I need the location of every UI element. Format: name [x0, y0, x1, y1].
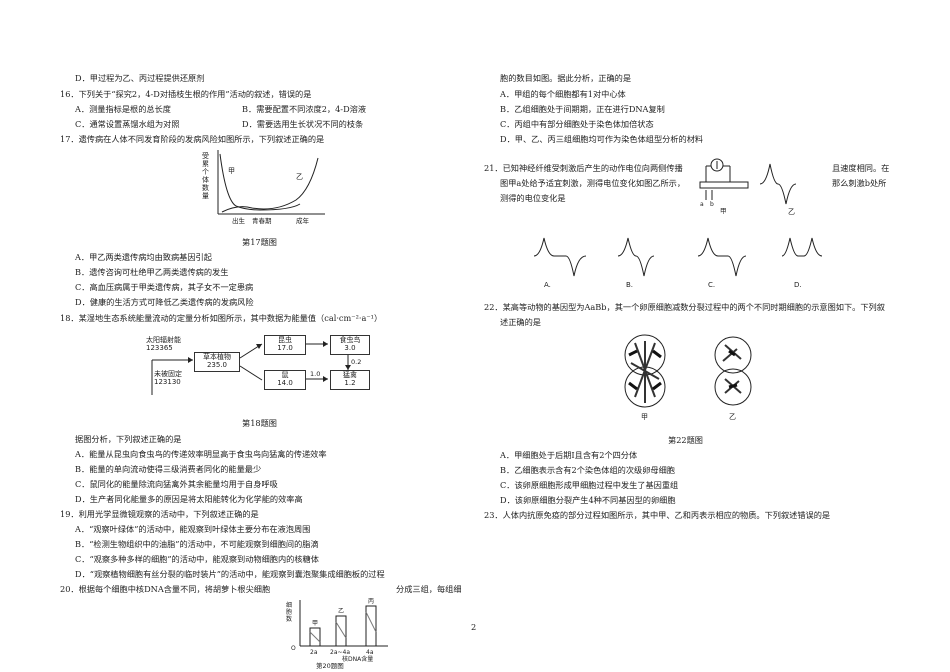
- q22-stem2: 述正确的是: [500, 317, 541, 327]
- q16-stem: 16．下列关于“探究2，4-D对插枝生根的作用”活动的叙述，错误的是: [60, 89, 312, 99]
- q21-option-a: A.: [544, 281, 551, 289]
- q20-caption: 第20题图: [316, 662, 344, 670]
- q20-bar-bing: [365, 605, 377, 647]
- q21-line1-tail: 且速度相同。在: [832, 163, 890, 173]
- q23-stem: 23．人体内抗原免疫的部分过程如图所示，其中甲、乙和丙表示相应的物质。下列叙述错…: [484, 510, 831, 520]
- q21-wave-b: [617, 237, 655, 277]
- q19-option-a: A．“观察叶绿体”的活动中，能观察到叶绿体主要分布在液泡周围: [75, 524, 311, 534]
- q19-option-d: D．“观察植物细胞有丝分裂的临时装片”的活动中，能观察到囊泡聚集成细胞板的过程: [75, 569, 385, 579]
- q21-options: A. B. C. D.: [530, 232, 840, 292]
- q15-option-d: D．甲过程为乙、丙过程提供还原剂: [75, 73, 205, 83]
- q20-x3: 4a: [366, 649, 374, 656]
- q18-option-c: C．鼠同化的能量除流向猛禽外其余能量均用于自身呼吸: [75, 479, 278, 489]
- q22-option-a: A．甲细胞处于后期I且含有2个四分体: [500, 450, 638, 460]
- q16-option-a: A．测量指标是根的总长度: [75, 104, 171, 114]
- q20-x1: 2a: [310, 649, 318, 656]
- q17-ylabel: 受累个 体数量: [202, 152, 209, 200]
- q21-yi-label: 乙: [788, 208, 795, 216]
- q16-option-d: D．需要选用生长状况不同的枝条: [242, 119, 364, 129]
- q21-point-a: a: [700, 201, 704, 208]
- q20-option-b: B．乙组细胞处于间期期，正在进行DNA复制: [500, 104, 665, 114]
- q21-waveforms: [533, 237, 823, 277]
- q18-stem2: 据图分析，下列叙述正确的是: [75, 434, 182, 444]
- q17-stem: 17．遗传病在人体不同发育阶段的发病风险如图所示，下列叙述正确的是: [60, 134, 325, 144]
- q18-arrows: [151, 341, 351, 395]
- q19-option-c: C．“观察多种多样的细胞”的活动中，能观察到动物细胞内的核糖体: [75, 554, 319, 564]
- q17-option-a: A．甲乙两类遗传病均由致病基因引起: [75, 252, 212, 262]
- q17-jia-label: 甲: [228, 167, 235, 175]
- q16-option-b: B．需要配置不同浓度2，4-D溶液: [242, 104, 367, 114]
- q21-option-b: B.: [626, 281, 634, 289]
- q21-option-c: C.: [708, 281, 716, 289]
- q20-bing: 丙: [368, 598, 375, 605]
- q20-figure: 细胞数 甲 乙 丙 O 2a 2a~4a 4a 核DNA含量 第20题图: [282, 598, 392, 672]
- q21-diagram: [699, 158, 797, 205]
- q21-jia-label: 甲: [720, 207, 727, 215]
- q21-option-d: D.: [794, 281, 802, 289]
- q18-stem: 18．某湿地生态系统能量流动的定量分析如图所示，其中数据为能量值（cal·cm⁻…: [60, 313, 383, 323]
- q20-origin: O: [291, 645, 296, 652]
- q22-figure: 甲 乙: [605, 333, 775, 425]
- q22-jia-label: 甲: [641, 413, 648, 421]
- q17-x-adult: 成年: [296, 217, 309, 225]
- q21-wave-a: [533, 237, 587, 277]
- q17-option-c: C．高血压病属于甲类遗传病，其子女不一定患病: [75, 282, 254, 292]
- q20-stem: 20．根据每个细胞中核DNA含量不同，将胡萝卜根尖细胞: [60, 584, 271, 594]
- q22-yi-label: 乙: [729, 413, 736, 421]
- q20-option-c: C．丙组中有部分细胞处于染色体加倍状态: [500, 119, 654, 129]
- q18-option-b: B．能量的单向流动使得三级消费者同化的能量最少: [75, 464, 262, 474]
- q18-option-d: D．生产者同化能量多的原因是将太阳能转化为化学能的效率高: [75, 494, 303, 504]
- q22-stem: 22．某高等动物的基因型为AaBb，其一个卵原细胞减数分裂过程中的两个不同时期细…: [484, 302, 885, 312]
- q20-option-a: A．甲组的每个细胞都有1对中心体: [500, 89, 626, 99]
- q18-caption: 第18题图: [242, 418, 277, 428]
- q21-wave-d: [781, 237, 823, 257]
- q20-xlabel: 核DNA含量: [342, 656, 374, 663]
- q17-x-birth: 出生: [232, 217, 245, 225]
- q20-bar-yi: [335, 615, 347, 647]
- q17-yi-label: 乙: [296, 173, 303, 181]
- q20-bars: [299, 600, 388, 647]
- q20-ylabel: 细胞数: [286, 602, 293, 623]
- q17-option-d: D．健康的生活方式可降低乙类遗传病的发病风险: [75, 297, 254, 307]
- q21-line1: 21．已知神经纤维受刺激后产生的动作电位向两侧传播: [484, 163, 683, 173]
- q22-option-b: B．乙细胞表示含有2个染色体组的次级卵母细胞: [500, 465, 675, 475]
- q18-option-a: A．能量从昆虫向食虫鸟的传递效率明显高于食虫鸟向猛禽的传递效率: [75, 449, 327, 459]
- q19-stem: 19．利用光学显微镜观察的活动中，下列叙述正确的是: [60, 509, 259, 519]
- q17-caption: 第17题图: [242, 237, 277, 247]
- q22-caption: 第22题图: [668, 435, 703, 445]
- q17-option-b: B．遗传咨询可杜绝甲乙两类遗传病的发生: [75, 267, 229, 277]
- q17-figure: 受累个 体数量 甲 乙 出生 青春期 成年: [200, 148, 330, 230]
- q21-line3: 测得的电位变化是: [500, 193, 566, 203]
- q17-x-puberty: 青春期: [252, 217, 272, 225]
- q20-jia: 甲: [312, 620, 319, 627]
- q18-arrow-label-2: 1.0: [310, 370, 321, 378]
- q21-wave-c: [697, 237, 747, 277]
- q20-bar-jia: [309, 627, 321, 647]
- q19-option-b: B．“检测生物组织中的油脂”的活动中，不可能观察到细胞间的脂滴: [75, 539, 319, 549]
- q21-line2: 图甲a处给予适宜刺激，测得电位变化如图乙所示，: [500, 178, 686, 188]
- q22-option-c: C．该卵原细胞形成甲细胞过程中发生了基因重组: [500, 480, 679, 490]
- q18-arrow-label-1: 0.2: [351, 358, 362, 366]
- q21-point-b: b: [710, 201, 714, 208]
- q20-stem-tail: 分成三组，每组细: [396, 584, 462, 594]
- q20-option-d: D．甲、乙、丙三组细胞均可作为染色体组型分析的材料: [500, 134, 704, 144]
- q22-cells: [624, 334, 752, 408]
- q16-option-c: C．通常设置蒸馏水组为对照: [75, 119, 180, 129]
- q20-x2: 2a~4a: [330, 649, 351, 656]
- q20-stem-cont: 胞的数目如图。据此分析，正确的是: [500, 73, 632, 83]
- page-number: 2: [471, 622, 477, 632]
- q17-curves: [217, 150, 325, 215]
- q22-option-d: D．该卵原细胞分裂产生4种不同基因型的卵细胞: [500, 495, 676, 505]
- q21-line2-tail: 那么刺激b处所: [832, 178, 887, 188]
- q21-figure: a b 甲 乙: [698, 156, 828, 218]
- q20-yi: 乙: [338, 608, 345, 615]
